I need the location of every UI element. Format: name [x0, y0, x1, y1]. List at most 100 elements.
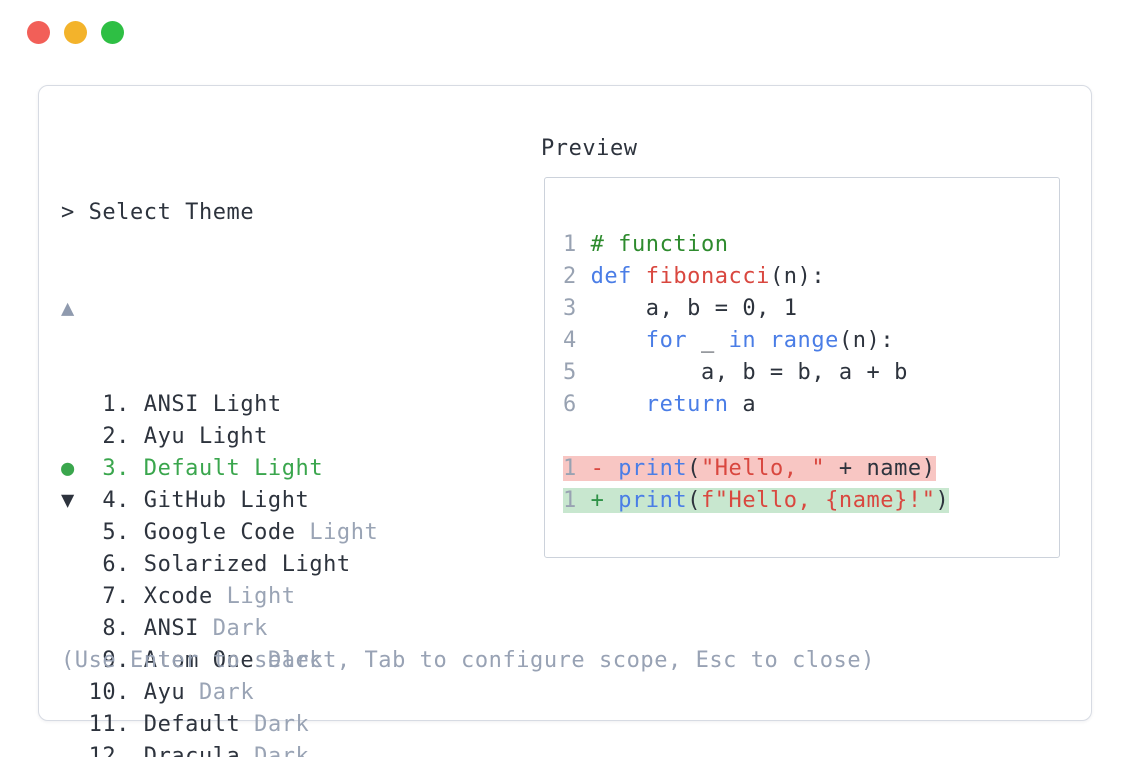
theme-option-number: 9.: [74, 648, 144, 673]
line-number: 5: [563, 360, 591, 385]
code-token: [604, 456, 618, 481]
theme-option-number: 3.: [74, 456, 144, 481]
code-token: fibonacci: [645, 264, 770, 289]
code-line: 2 def fibonacci(n):: [563, 261, 1059, 293]
theme-options: 1. ANSI Light 2. Ayu Light● 3. Default L…: [61, 389, 378, 757]
code-token: return: [645, 392, 729, 417]
theme-option-7[interactable]: 7. Xcode Light: [61, 581, 378, 613]
code-token: def: [590, 264, 632, 289]
scroll-up-icon[interactable]: ▲: [61, 296, 75, 321]
line-number: 6: [563, 392, 591, 417]
code-line: 4 for _ in range(n):: [563, 325, 1059, 357]
theme-option-number: 1.: [74, 392, 144, 417]
theme-option-9[interactable]: 9. Atom One Dark: [61, 645, 378, 677]
code-token: for: [645, 328, 688, 353]
theme-option-label: Default: [143, 712, 255, 737]
line-number: 1: [563, 456, 591, 481]
footer-hint: (Use Enter to select, Tab to configure s…: [61, 648, 875, 673]
theme-option-label: Dark: [212, 616, 268, 641]
bullet-placeholder: [61, 616, 75, 641]
theme-option-number: 12.: [74, 744, 144, 757]
theme-option-10[interactable]: 10. Ayu Dark: [61, 677, 378, 709]
theme-option-label: Dark: [267, 648, 324, 673]
theme-option-label: Google Code: [143, 520, 310, 545]
theme-option-4[interactable]: 4. GitHub Light: [61, 485, 378, 517]
window-controls: [27, 21, 124, 44]
line-number: 4: [563, 328, 591, 353]
theme-option-label: Solarized Light: [143, 552, 351, 577]
line-number: 2: [563, 264, 591, 289]
code-line: 1 # function: [563, 229, 1059, 261]
diff-highlight: 1 - print("Hello, " + name): [563, 456, 936, 481]
bullet-placeholder: [61, 744, 75, 757]
code-token: _: [687, 328, 729, 353]
code-token: +: [590, 488, 605, 513]
bullet-placeholder: [61, 552, 75, 577]
bullet-placeholder: [61, 392, 75, 417]
code-token: print: [618, 456, 688, 481]
theme-option-label: Light: [309, 520, 379, 545]
theme-option-8[interactable]: 8. ANSI Dark: [61, 613, 378, 645]
theme-option-label: Dark: [254, 712, 310, 737]
theme-option-12[interactable]: 12. Dracula Dark: [61, 741, 378, 757]
theme-option-5[interactable]: 5. Google Code Light: [61, 517, 378, 549]
code-token: (: [687, 488, 701, 513]
code-token: (n):: [769, 264, 826, 289]
theme-option-label: Atom One: [143, 648, 268, 673]
code-token: a, b = b, a + b: [590, 360, 908, 385]
theme-option-label: Light: [226, 584, 296, 609]
zoom-button[interactable]: [101, 21, 124, 44]
close-button[interactable]: [27, 21, 50, 44]
theme-option-number: 11.: [74, 712, 144, 737]
theme-list: > Select Theme ▲ 1. ANSI Light 2. Ayu Li…: [61, 133, 378, 757]
theme-option-number: 2.: [74, 424, 144, 449]
code-token: [591, 392, 646, 417]
theme-option-2[interactable]: 2. Ayu Light: [61, 421, 378, 453]
theme-prompt: > Select Theme: [61, 200, 255, 225]
bullet-placeholder: [61, 712, 75, 737]
theme-option-label: ANSI Light: [143, 392, 282, 417]
theme-option-11[interactable]: 11. Default Dark: [61, 709, 378, 741]
theme-option-6[interactable]: 6. Solarized Light: [61, 549, 378, 581]
theme-option-label: Ayu: [143, 680, 199, 705]
theme-option-1[interactable]: 1. ANSI Light: [61, 389, 378, 421]
minimize-button[interactable]: [64, 21, 87, 44]
code-token: (: [687, 456, 701, 481]
code-line: 6 return a: [563, 389, 1059, 421]
line-number: 1: [563, 232, 591, 257]
code-token: [756, 328, 770, 353]
theme-option-number: 5.: [74, 520, 144, 545]
theme-option-number: 4.: [74, 488, 144, 513]
theme-option-3[interactable]: ● 3. Default Light: [61, 453, 378, 485]
diff-highlight: 1 + print(f"Hello, {name}!"): [563, 488, 950, 513]
code-token: ): [935, 488, 950, 513]
theme-option-number: 7.: [74, 584, 144, 609]
code-token: print: [618, 488, 688, 513]
theme-option-label: ANSI: [143, 616, 213, 641]
code-token: [591, 328, 646, 353]
code-token: # function: [590, 232, 729, 257]
theme-selector-panel: > Select Theme ▲ 1. ANSI Light 2. Ayu Li…: [38, 85, 1092, 757]
scroll-down-icon[interactable]: ▼: [61, 488, 75, 513]
line-number: 1: [563, 488, 591, 513]
theme-option-label: Ayu Light: [143, 424, 268, 449]
code-token: a, b = 0, 1: [590, 296, 798, 321]
theme-option-label: Xcode: [143, 584, 227, 609]
code-blank-line: [563, 421, 1059, 453]
code-token: -: [590, 456, 605, 481]
code-token: "Hello, ": [700, 456, 826, 481]
line-number: 3: [563, 296, 591, 321]
code-token: f"Hello, {name}!": [700, 488, 936, 513]
bullet-placeholder: [61, 680, 75, 705]
code-token: range: [769, 328, 839, 353]
theme-option-label: Default Light: [143, 456, 324, 481]
code-token: a: [728, 392, 757, 417]
theme-option-label: Dark: [254, 744, 310, 757]
code-line: 5 a, b = b, a + b: [563, 357, 1059, 389]
theme-option-label: Dracula: [143, 744, 255, 757]
theme-option-number: 6.: [74, 552, 144, 577]
theme-option-label: Dark: [198, 680, 255, 705]
code-token: [604, 488, 618, 513]
